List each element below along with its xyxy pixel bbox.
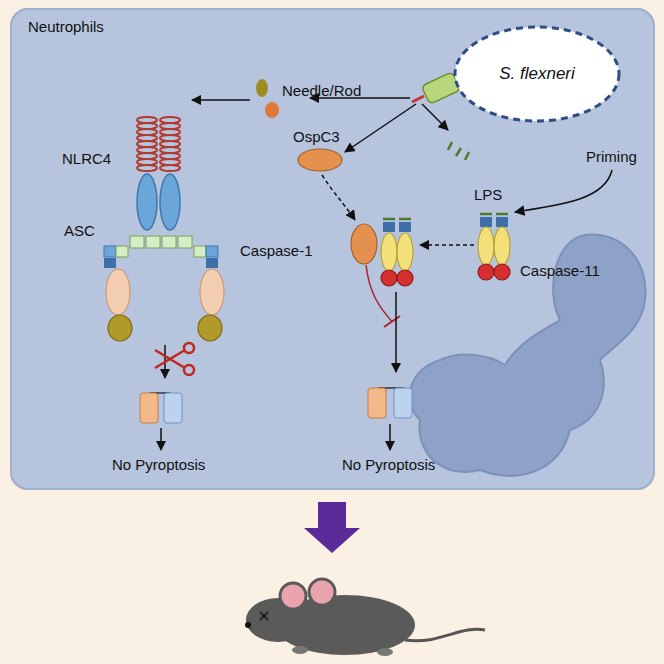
outcome-label: No Pyroptosis: [112, 456, 205, 473]
caspase-1: [104, 258, 224, 341]
gsdmd: [368, 388, 412, 418]
bacterium-ellipse: S. flexneri: [452, 24, 622, 124]
cell-body: [10, 8, 655, 490]
outcome-label: No Pyroptosis: [342, 456, 435, 473]
lps-label: LPS: [474, 186, 502, 203]
priming-label: Priming: [586, 148, 637, 165]
caspase-11: [478, 214, 510, 280]
needle-rod-label: Needle/Rod: [282, 82, 361, 99]
bacterium-name: S. flexneri: [499, 64, 575, 84]
scissors: [155, 343, 194, 375]
cell-region: Neutrophils S. flexneri: [10, 8, 655, 490]
nucleus: [410, 234, 646, 475]
nlrc4-nbd: [137, 174, 180, 230]
nlrc4-lrr: [137, 117, 180, 171]
asc-filament: [104, 236, 218, 257]
ospc3-label: OspC3: [293, 128, 340, 145]
gsdmd-cleaved: [140, 393, 182, 423]
cell-title: Neutrophils: [28, 18, 104, 35]
needle-protein: [256, 79, 268, 97]
ospc3: [298, 149, 342, 171]
caspase-1-label: Caspase-1: [240, 242, 313, 259]
rod-protein: [265, 102, 279, 118]
outcome-arrow: [304, 502, 360, 553]
mouse: [245, 579, 485, 656]
lps: [448, 142, 469, 160]
asc-label: ASC: [64, 222, 95, 239]
injector: [412, 72, 461, 104]
caspase-11-complex: [351, 219, 413, 286]
nlrc4-label: NLRC4: [62, 150, 111, 167]
caspase-11-label: Caspase-11: [520, 262, 600, 279]
